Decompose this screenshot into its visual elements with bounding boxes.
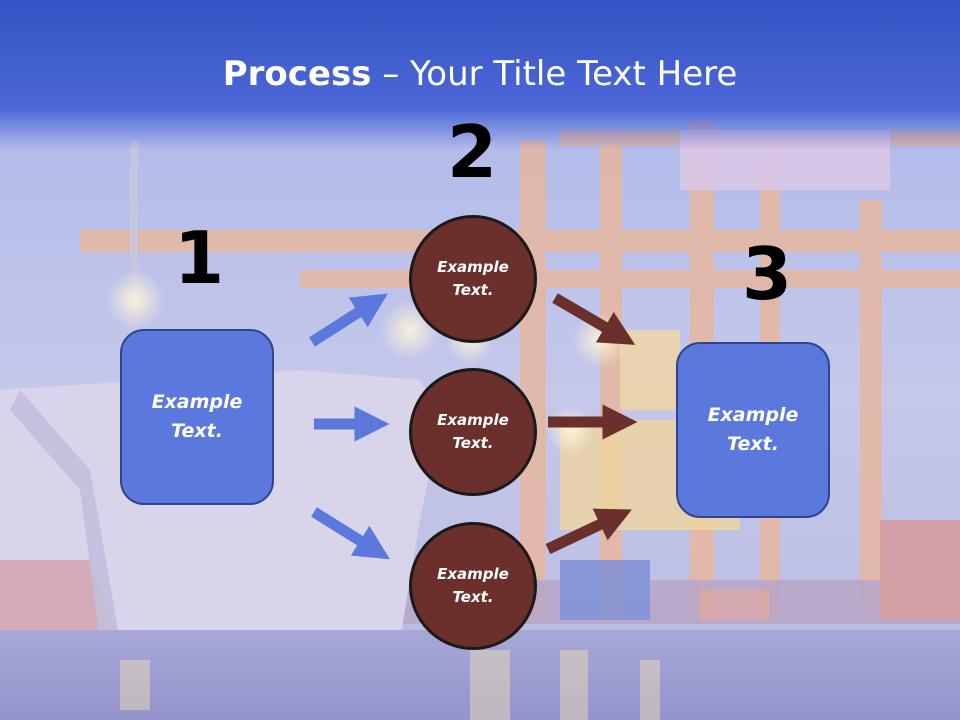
step-2-circle-middle: Example Text.: [409, 368, 537, 496]
step-number-2: 2: [446, 110, 498, 194]
step-2-text-bottom: Example Text.: [437, 565, 509, 606]
step-3-text: Example Text.: [707, 404, 799, 455]
step-2-text-top: Example Text.: [437, 258, 509, 299]
title-rest-part: – Your Title Text Here: [371, 54, 738, 94]
step-3-box: Example Text.: [676, 342, 830, 518]
step-1-text: Example Text.: [151, 391, 243, 442]
slide-title: Process – Your Title Text Here: [0, 52, 960, 96]
arrow-1-to-2-top: [309, 293, 388, 347]
arrow-1-to-2-bottom: [311, 507, 390, 560]
step-number-1: 1: [173, 216, 225, 300]
arrow-2-to-3-bottom: [545, 508, 632, 554]
step-1-box: Example Text.: [120, 329, 274, 505]
arrow-2-to-3-top: [552, 293, 636, 345]
title-bold-part: Process: [222, 54, 372, 94]
step-2-text-middle: Example Text.: [437, 411, 509, 452]
step-number-3: 3: [741, 232, 793, 316]
title-banner: [0, 0, 960, 150]
step-2-circle-top: Example Text.: [409, 215, 537, 343]
step-2-circle-bottom: Example Text.: [409, 522, 537, 650]
